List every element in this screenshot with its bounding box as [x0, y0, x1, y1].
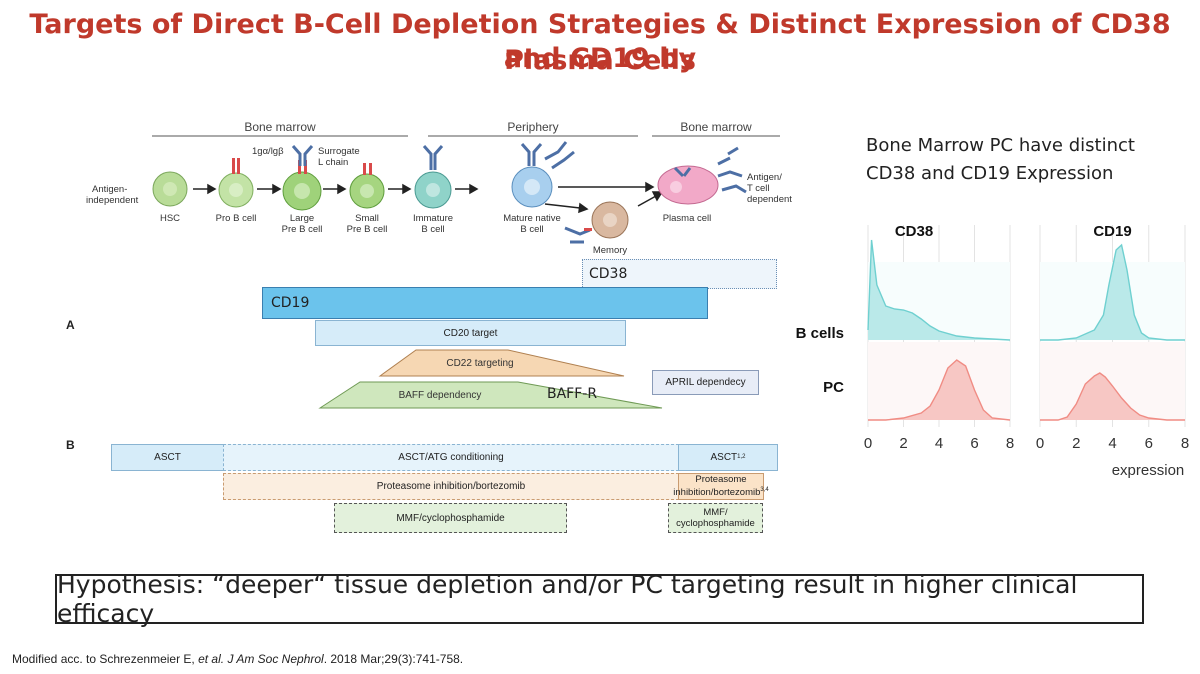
reference-citation: Modified acc. to Schrezenmeier E, et al.… [12, 652, 463, 666]
section-bone-marrow-left: Bone marrow [244, 120, 316, 134]
ig-label: 1gα/lgβ [252, 146, 284, 157]
cd38-bar: CD38 [582, 259, 777, 289]
asct-right-sup: 1,2 [737, 454, 746, 460]
mature-native-b-cell [511, 141, 575, 208]
row-bg-cd19-0 [1040, 262, 1185, 340]
tick-label-cd19-0: 0 [1036, 435, 1044, 452]
antigen-independent-2: independent [86, 195, 139, 206]
tick-label-cd19-4: 4 [1108, 435, 1116, 452]
density-area-cd38-0 [868, 240, 1010, 340]
cell-label-immature-1: Immature [412, 213, 454, 224]
tick-label-cd38-6: 6 [970, 435, 978, 452]
row-bg-cd38-0 [868, 262, 1010, 340]
memory-cell [564, 201, 629, 244]
right-panel-heading-2: CD38 and CD19 Expression [866, 163, 1114, 184]
density-line-cd19-0 [1040, 243, 1185, 341]
asct-bar: ASCT [111, 444, 224, 471]
cd22-label: CD22 targeting [446, 358, 514, 369]
panel-title-cd38: CD38 [895, 223, 933, 240]
proteasome-right-2-wrap: inhibition/bortezomib3,4 [673, 485, 768, 498]
cd19-bar: CD19 [262, 287, 708, 319]
panel-a-label: A [66, 318, 75, 332]
cell-label-small-pre-b-1: Small [355, 213, 379, 224]
lineage-arrows [193, 181, 664, 214]
row-label-1: PC [823, 379, 844, 396]
row-bg-cd19-1 [1040, 342, 1185, 420]
section-bone-marrow-right: Bone marrow [680, 120, 752, 134]
surrogate-label-2: L chain [318, 157, 349, 168]
immature-b-cell [414, 145, 452, 209]
density-area-cd19-0 [1040, 245, 1185, 340]
april-box: APRIL dependecy [652, 370, 759, 395]
cell-label-large-pre-b-1: Large [289, 213, 315, 224]
baff-label: BAFF dependency [398, 390, 482, 401]
cell-label-mature-2: B cell [520, 224, 544, 235]
pro-b-cell [218, 158, 254, 208]
cell-label-large-pre-b-2: Pre B cell [281, 224, 323, 235]
proteasome-right-1: Proteasome [695, 474, 747, 486]
reference-part2: . 2018 Mar;29(3):741-758. [323, 652, 464, 666]
plasma-cell [657, 146, 747, 205]
tick-label-cd19-2: 2 [1072, 435, 1080, 452]
cell-label-plasma: Plasma cell [662, 213, 712, 224]
small-pre-b-cell [349, 163, 385, 209]
antigen-dependent-3: dependent [747, 194, 792, 205]
tick-label-cd19-6: 6 [1145, 435, 1153, 452]
mmf-right-2: cyclophosphamide [676, 518, 755, 529]
slide-title-line1: Targets of Direct B-Cell Depletion Strat… [29, 9, 1171, 74]
row-label-0: B cells [796, 325, 844, 342]
large-pre-b-cell [282, 145, 322, 211]
cell-label-mature-1: Mature native [503, 213, 561, 224]
cd20-bar: CD20 target [315, 320, 626, 346]
tick-label-cd38-4: 4 [935, 435, 943, 452]
cell-label-hsc: HSC [159, 213, 181, 224]
cell-label-memory: Memory [592, 245, 628, 256]
mmf-right-bar: MMF/ cyclophosphamide [668, 503, 763, 533]
density-line-cd38-1 [868, 359, 1011, 421]
panel-b-label: B [66, 438, 75, 452]
slide-title-line2: Plasma Cells [504, 45, 696, 76]
antigen-dependent-1: Antigen/ [747, 172, 782, 183]
proteasome-right-sup: 3,4 [760, 487, 769, 494]
tick-label-cd38-0: 0 [864, 435, 872, 452]
cell-label-small-pre-b-2: Pre B cell [346, 224, 388, 235]
right-panel-heading-1: Bone Marrow PC have distinct [866, 135, 1135, 156]
cell-label-pro-b: Pro B cell [215, 213, 257, 224]
tick-label-cd38-2: 2 [899, 435, 907, 452]
panel-title-cd19: CD19 [1093, 223, 1131, 240]
antigen-dependent-2: T cell [747, 183, 770, 194]
baff-shape [318, 381, 663, 409]
proteasome-right-bar: Proteasome inhibition/bortezomib3,4 [673, 473, 769, 500]
asct-right-label: ASCT [710, 452, 738, 463]
asct-atg-bar: ASCT/ATG conditioning [223, 444, 679, 471]
x-axis-label: expression [1112, 462, 1185, 479]
section-periphery: Periphery [507, 120, 559, 134]
density-line-cd38-0 [867, 239, 1011, 341]
baffr-label: BAFF-R [547, 386, 598, 402]
cell-lineage-diagram [152, 135, 780, 244]
reference-part1: Modified acc. to Schrezenmeier E, [12, 652, 199, 666]
hsc-cell [152, 171, 188, 207]
mmf-right-1: MMF/ [703, 507, 728, 518]
cd22-shape [378, 349, 625, 377]
mmf-bar: MMF/cyclophosphamide [334, 503, 567, 533]
tick-label-cd19-8: 8 [1181, 435, 1189, 452]
proteasome-bar: Proteasome inhibition/bortezomib [223, 473, 679, 500]
cell-label-immature-2: B cell [421, 224, 445, 235]
surrogate-label-1: Surrogate [318, 146, 360, 157]
antigen-independent-1: Antigen- [92, 184, 128, 195]
row-bg-cd38-1 [868, 342, 1010, 420]
reference-italic: et al. J Am Soc Nephrol [198, 652, 324, 666]
density-area-cd19-1 [1040, 373, 1185, 420]
hypothesis-box: Hypothesis: “deeper“ tissue depletion an… [55, 570, 1144, 628]
proteasome-right-2: inhibition/bortezomib [673, 487, 761, 499]
tick-label-cd38-8: 8 [1006, 435, 1014, 452]
density-line-cd19-1 [1040, 372, 1185, 421]
